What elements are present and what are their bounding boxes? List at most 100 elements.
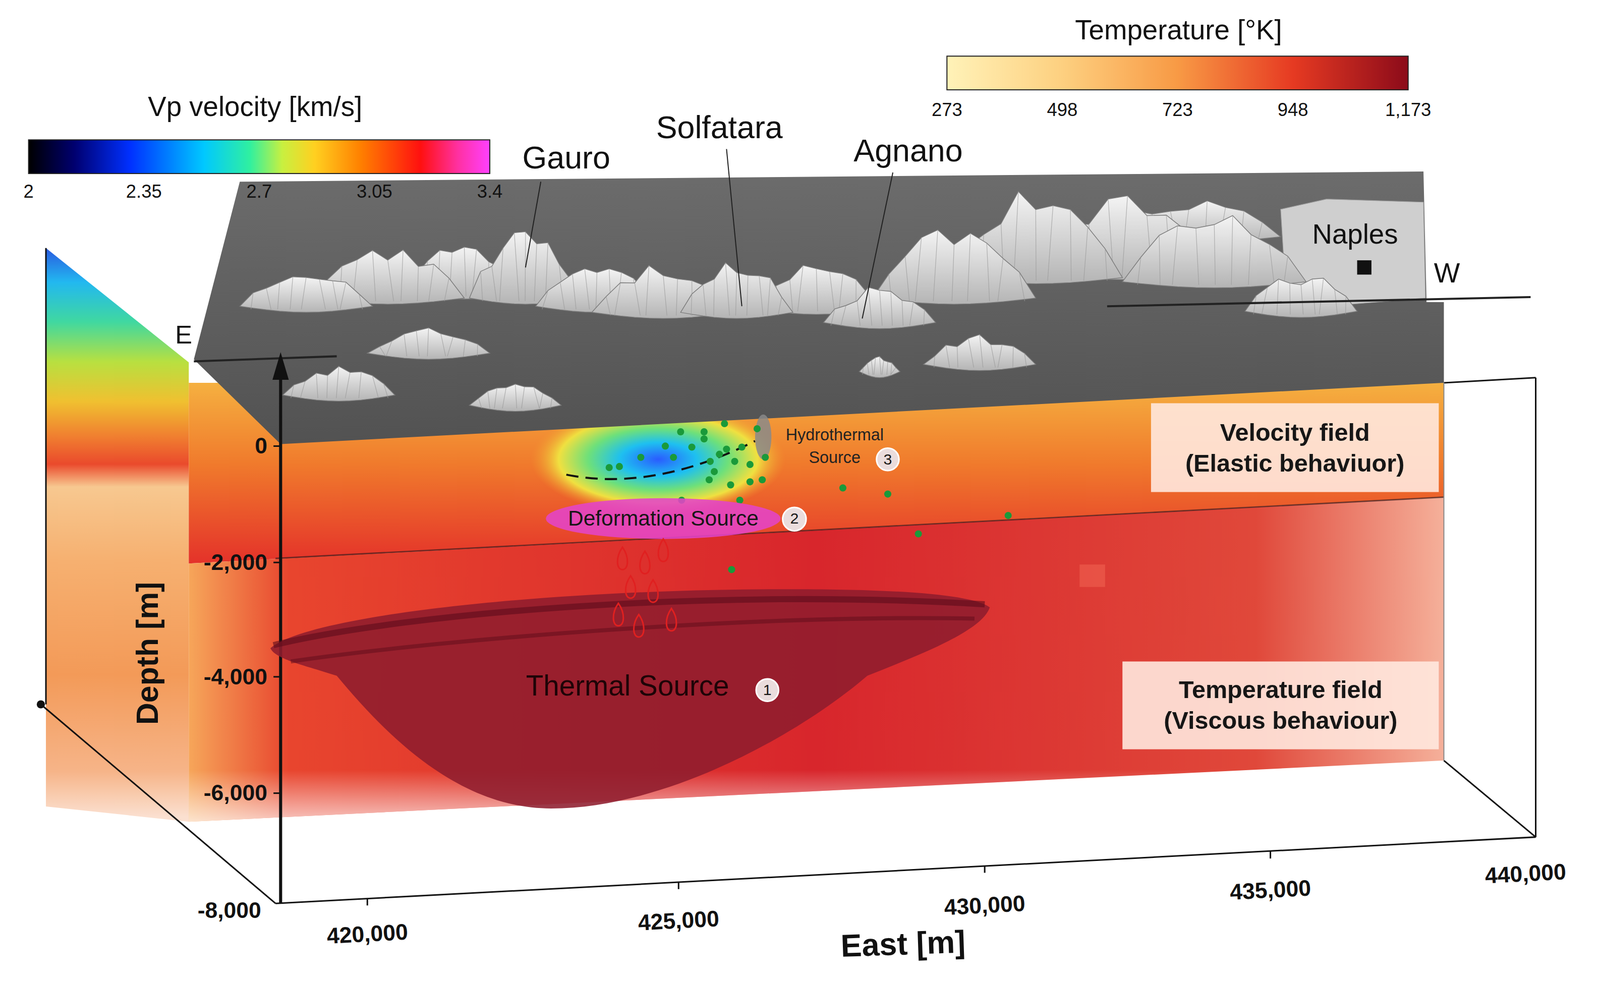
ridge-line [735,272,737,316]
leader-line [525,181,541,268]
ridge-line [934,356,935,368]
side-face [45,248,189,822]
ridge-line [871,360,874,375]
ridge-line [301,277,306,310]
ridge-line [945,345,950,368]
direction-label: E [175,320,193,350]
ridge-line [1283,256,1288,285]
ridge-line [882,360,884,375]
depth-tick: 0 [254,433,268,460]
ridge-line [816,268,818,312]
sea-level-line [1107,297,1531,307]
ridge-line [1172,225,1178,285]
source-label: Hydrothermal Source [773,424,896,469]
callout-text: 3 [883,449,893,470]
depth-axis [278,369,282,904]
ridge-line [487,390,490,409]
ridge-line [1121,195,1128,277]
hill-shape [282,366,395,402]
sea-level-line [193,356,337,362]
ridge-line [829,271,835,312]
node-text: (Viscous behaviour) [1163,705,1398,737]
ridge-line [584,268,590,310]
ridge-line [291,384,295,398]
callout-circle [756,678,779,702]
node-text: (Elastic behaviuor) [1185,447,1405,479]
ridge-line [840,305,846,326]
earthquake-dot [706,458,714,466]
east-tick: 420,000 [326,919,409,950]
ridge-line [404,333,407,357]
earthquake-dot [661,442,669,450]
hydrothermal-boundary [566,440,756,480]
axis-title: East [m] [839,924,966,965]
ridge-line [997,344,1002,368]
ridge-line [856,300,861,326]
ridge-line [427,327,429,357]
hill-shape [923,334,1037,371]
depth-tick: -6,000 [203,780,268,807]
ridge-line [923,309,925,326]
ridge-line [634,282,641,316]
ridge-line [494,387,497,409]
earthquake-dot [637,453,645,462]
earthquake-dot [700,435,708,443]
ridge-line [759,275,764,316]
ridge-line [703,284,707,316]
ridge-line [550,397,552,409]
ridge-line [447,336,453,357]
ridge-line [778,297,782,316]
ridge-line [336,366,339,398]
hill-shape [469,383,562,412]
axis-title: Depth [m] [130,582,166,725]
ridge-line [491,266,497,302]
ridge-line [890,291,893,326]
temperature-cell [1079,564,1106,588]
ridge-line [534,243,537,302]
ridge-line [967,233,971,302]
east-tick: 425,000 [637,905,720,937]
ridge-line [379,346,386,357]
field-label-box: Temperature field(Viscous behaviour) [1122,661,1439,750]
blob-rim [291,618,975,662]
ridge-line [933,230,938,302]
ridge-line [606,296,611,316]
node-text: Deformation Source [567,505,759,533]
ridge-line [862,367,864,375]
ridge-line [464,247,466,297]
tick-label: 3.4 [477,181,503,203]
ridge-line [359,294,363,310]
hill-shape [872,230,1037,305]
earthquake-dot [688,443,696,451]
earthquake-dot [710,468,718,476]
ridge-line [868,287,873,326]
ridge-line [572,273,577,310]
earthquake-dot [746,461,754,469]
ridge-line [372,375,379,399]
earthquake-dot [746,478,754,486]
ridge-line [358,371,362,398]
ridge-line [417,266,419,302]
ridge-line [1035,209,1037,281]
ridge-line [879,290,883,326]
magma-drop [613,603,624,626]
ridge-line [539,392,543,409]
tick-label: 2.35 [126,181,162,203]
ridge-line [867,363,870,375]
tick-label: 273 [931,99,963,122]
ridge-line [387,260,394,302]
source-ellipse [545,498,781,540]
ridge-line [515,383,518,409]
east-tick: 435,000 [1229,875,1312,906]
ridge-line [1012,346,1014,368]
place-name: Agnano [853,132,963,169]
ridge-line [595,272,597,310]
leader-line [862,172,893,319]
thermal-source: Thermal Source1 [270,587,990,812]
callout-circle [782,507,807,532]
ridge-line [830,309,835,326]
earthquake-dot [753,425,761,433]
ridge-line [332,280,338,310]
earthquake-dot [730,458,738,466]
ridge-line [386,340,392,357]
